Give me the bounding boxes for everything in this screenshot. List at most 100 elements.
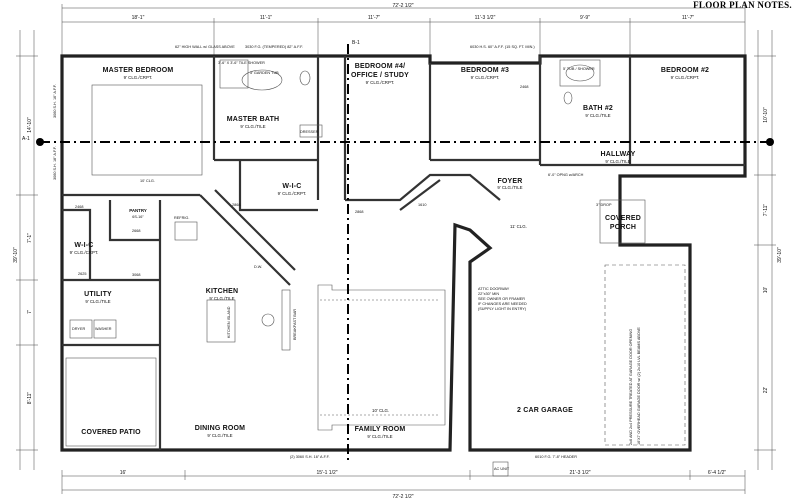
room-hallway-sub: 9' CLG./TILE	[605, 159, 630, 164]
room-foyer-sub: 9' CLG./TILE	[497, 185, 522, 190]
door-code-3: 3068	[132, 273, 140, 277]
label-breakfast-bar: BREAKFAST BAR	[293, 309, 297, 340]
room-family: FAMILY ROOM	[355, 426, 406, 433]
label-refrig: REFRIG.	[174, 216, 189, 220]
washer	[93, 319, 117, 339]
room-utility-sub: 9' CLG./TILE	[85, 299, 110, 304]
room-covered-patio: COVERED PATIO	[81, 429, 141, 436]
room-kitchen-sub: 9' CLG./TILE	[209, 296, 234, 301]
toilet-bath2	[563, 91, 573, 105]
dim-right-2: 10'	[763, 287, 769, 294]
label-attic3: SEE OWNER OR FRAMER	[478, 297, 525, 301]
room-bedroom4-sub: 9' CLG./CRPT.	[366, 80, 395, 85]
room-kitchen: KITCHEN	[206, 288, 239, 295]
axis-label-h: A-1	[22, 136, 30, 142]
toilet	[299, 70, 311, 86]
door-code-7: 1610	[418, 203, 426, 207]
room-bedroom2-sub: 9' CLG./CRPT.	[671, 75, 700, 80]
room-family-sub: 9' CLG./TILE	[367, 434, 392, 439]
dim-top-2: 11'-7"	[368, 15, 381, 21]
window-note-5: 3030 F.G. (TEMPERED) 82" A.F.F.	[245, 45, 303, 49]
exterior-walls	[60, 54, 747, 452]
door-codes: 2468 2668 2868 3068 2625 2868 2468 1610	[75, 85, 528, 277]
axis-label-v: B-1	[352, 40, 360, 46]
room-foyer: FOYER	[497, 178, 522, 185]
dim-right-1: 7'-11"	[763, 204, 769, 217]
door-code-2: 2868	[232, 203, 240, 207]
room-master-bath: MASTER BATH	[227, 116, 280, 123]
label-clg10: 10' CLG.	[372, 408, 389, 413]
dim-top-5: 11'-7"	[682, 15, 695, 21]
label-arch: 6'-0" OPNG w/ARCH	[548, 173, 584, 177]
outdoor-areas	[65, 199, 686, 477]
label-dresser: DRESSER	[300, 130, 319, 134]
dim-bottom-1: 15'-1 1/2"	[316, 470, 337, 476]
dryer	[69, 319, 93, 339]
room-covered-porch-line2: PORCH	[610, 224, 636, 231]
label-drop: 3" DROP	[596, 203, 612, 207]
room-hallway: HALLWAY	[601, 151, 636, 158]
annotation-labels: DRYER WASHER REFRIG. DRESSER D.W. 5' GAR…	[72, 45, 641, 471]
window-note-4: 6010 F.G. 7'-8" HEADER	[535, 455, 577, 459]
page-title: FLOOR PLAN NOTES.	[693, 0, 792, 10]
dim-height-left: 39'-10"	[13, 247, 19, 263]
dimension-labels: 72'-2 1/2" 18'-1" 11'-1" 11'-7" 11'-3 1/…	[13, 3, 783, 500]
label-tile-shower: 3'-6" X 3'-6" TILE SHOWER	[218, 61, 265, 65]
ceiling-tray	[91, 84, 446, 431]
room-bedroom3: BEDROOM #3	[461, 67, 509, 74]
room-garage: 2 CAR GARAGE	[517, 407, 573, 414]
room-pantry-sub: 6S-16"	[132, 215, 144, 219]
dim-left-3: 8'-11"	[27, 392, 33, 405]
room-wic-left: W-I-C	[74, 242, 93, 249]
label-clg10-master: 10' CLG.	[140, 179, 155, 183]
label-washer: WASHER	[95, 327, 112, 331]
room-dining: DINING ROOM	[195, 425, 245, 432]
tile-shower	[219, 59, 249, 89]
label-pressure: 2x6 AND 2x4 PRESSURE TREATED AT GARAGE D…	[629, 329, 633, 445]
door-code-1: 2668	[132, 229, 140, 233]
window-note-2: 3060 S.H. 18" A.F.F.	[53, 146, 57, 180]
dim-top-4: 9'-9"	[580, 15, 590, 21]
dim-left-2: 7'	[27, 310, 33, 314]
room-bedroom4: BEDROOM #4/	[355, 63, 405, 70]
room-pantry: PANTRY	[129, 208, 147, 213]
room-bedroom4-line2: OFFICE / STUDY	[351, 72, 409, 79]
room-wic-left-sub: 9' CLG./CRPT.	[70, 250, 99, 255]
dim-bottom-3: 6'-4 1/2"	[708, 470, 727, 476]
dim-left-1: 7'-1"	[27, 233, 33, 243]
label-island: KITCHEN ISLAND	[227, 306, 231, 338]
dimension-lines	[16, 4, 776, 494]
door-code-0: 2468	[75, 205, 83, 209]
tub-shower	[559, 59, 601, 87]
room-master-bedroom: MASTER BEDROOM	[103, 67, 174, 74]
label-hi-wall: 62" HIGH WALL w/ GLASS ABOVE	[175, 45, 235, 49]
room-utility: UTILITY	[84, 291, 112, 298]
room-labels: MASTER BEDROOM 9' CLG./CRPT. MASTER BATH…	[70, 63, 709, 439]
dim-left-0: 14'-10"	[27, 117, 33, 133]
dim-overall-bottom: 72'-2 1/2"	[392, 494, 413, 500]
label-attic5: (SUPPLY LIGHT IN ENTRY)	[478, 307, 527, 311]
window-note-1: 3060 S.H. 16" A.F.F.	[53, 84, 57, 118]
room-wic-master: W-I-C	[282, 183, 301, 190]
room-bath2-sub: 9' CLG./TILE	[585, 113, 610, 118]
room-wic-master-sub: 9' CLG./CRPT.	[278, 191, 307, 196]
fixtures	[69, 59, 601, 351]
dim-bottom-2: 21'-3 1/2"	[569, 470, 590, 476]
label-tub-shower: 5' TUB / SHOWER	[563, 67, 595, 71]
dresser	[299, 124, 323, 138]
dim-right-0: 10'-10"	[763, 107, 769, 123]
label-ac-unit: AC UNIT	[494, 467, 510, 471]
dim-bottom-0: 16'	[120, 470, 127, 476]
dim-right-3: 22'	[763, 387, 769, 394]
room-master-bedroom-sub: 9' CLG./CRPT.	[124, 75, 153, 80]
room-bedroom2: BEDROOM #2	[661, 67, 709, 74]
dim-top-1: 11'-1"	[260, 15, 273, 21]
room-master-bath-sub: 9' CLG./TILE	[240, 124, 265, 129]
section-axes: A-1 B-1	[22, 40, 774, 460]
dim-top-3: 11'-3 1/2"	[475, 15, 496, 21]
label-clg11: 11' CLG.	[510, 224, 527, 229]
room-bedroom3-sub: 9' CLG./CRPT.	[471, 75, 500, 80]
refrigerator	[174, 221, 198, 241]
dim-top-0: 18'-1"	[132, 15, 145, 21]
